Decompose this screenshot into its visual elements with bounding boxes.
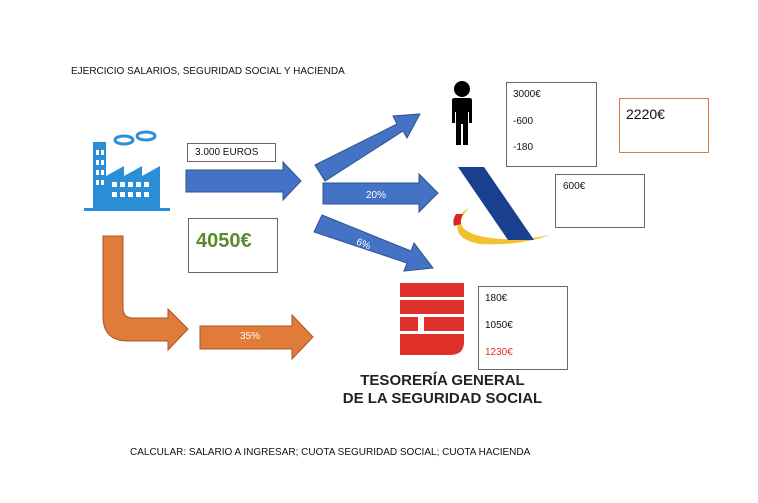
tgss-name: TESORERÍA GENERAL DE LA SEGURIDAD SOCIAL (330, 372, 555, 408)
hacienda-logo-icon (453, 167, 550, 245)
worker-box: 3000€ -600 -180 (506, 82, 597, 167)
net-salary-value: 2220€ (626, 106, 665, 122)
total-cost-value: 4050€ (196, 230, 252, 252)
worker-arrow (314, 113, 421, 182)
tgss-logo-icon (400, 283, 464, 355)
company-ss-percent-label: 35% (240, 331, 261, 342)
tgss-name-line2: DE LA SEGURIDAD SOCIAL (342, 390, 543, 407)
tgss-name-line1: TESORERÍA GENERAL (360, 372, 525, 389)
diagram-title: EJERCICIO SALARIOS, SEGURIDAD SOCIAL Y H… (71, 66, 345, 77)
hacienda-box: 600€ (555, 174, 645, 228)
factory-icon (84, 130, 170, 211)
instructions-text: CALCULAR: SALARIO A INGRESAR; CUOTA SEGU… (130, 447, 531, 458)
company-ss-bent-arrow (102, 235, 189, 352)
ss-box: 180€ 1050€ 1230€ (478, 286, 568, 370)
salary-box: 3.000 EUROS (187, 143, 276, 162)
ss-total: 1230€ (485, 347, 513, 358)
person-icon (452, 81, 472, 145)
salary-label: 3.000 EUROS (195, 147, 259, 158)
net-salary-box: 2220€ (619, 98, 709, 153)
ss-line: 180€ (485, 293, 508, 304)
hacienda-amount: 600€ (563, 181, 586, 192)
worker-line: -600 (513, 116, 534, 127)
total-cost-box: 4050€ (188, 218, 278, 273)
worker-line: -180 (513, 142, 534, 153)
ss-worker-arrow (313, 214, 434, 272)
ss-line: 1050€ (485, 320, 513, 331)
worker-line: 3000€ (513, 89, 541, 100)
hacienda-percent-label: 20% (366, 190, 387, 201)
hacienda-arrow (322, 172, 439, 214)
salary-arrow (185, 160, 302, 202)
company-ss-arrow (199, 313, 314, 361)
